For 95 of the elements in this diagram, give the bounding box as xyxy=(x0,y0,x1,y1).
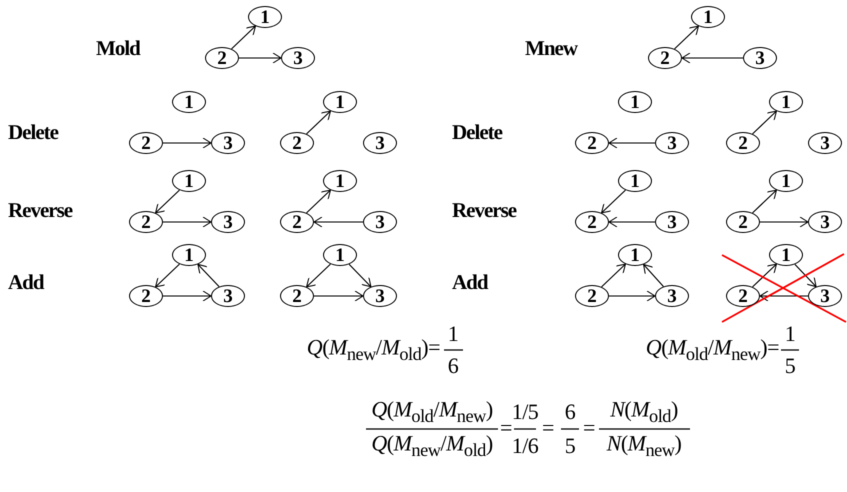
node-ellipse: 2 xyxy=(280,211,314,233)
node-ellipse: 1 xyxy=(172,244,206,266)
arrow xyxy=(197,264,220,287)
formula-term: 5 xyxy=(784,355,796,377)
node-ellipse: 2 xyxy=(205,47,239,69)
node-ellipse: 3 xyxy=(211,285,245,307)
arrow xyxy=(155,190,180,214)
formula-term: Q(M$_{new}$/M$_{old}$) xyxy=(371,432,493,460)
node-ellipse: 3 xyxy=(808,285,842,307)
formula-term: Q(M$_{old}$/M$_{new}$) xyxy=(371,398,493,426)
arrow xyxy=(601,190,626,214)
arrow xyxy=(682,52,743,64)
node-ellipse: 1 xyxy=(769,244,803,266)
node-ellipse: 1 xyxy=(172,170,206,192)
row-label: Reverse xyxy=(452,198,516,223)
node-ellipse: 3 xyxy=(363,285,397,307)
row-label: Delete xyxy=(8,120,58,145)
formula-term: 5 xyxy=(564,435,576,457)
node-ellipse: 3 xyxy=(743,47,777,69)
node-ellipse: 2 xyxy=(726,211,760,233)
node-ellipse: 3 xyxy=(211,211,245,233)
node-ellipse: 1 xyxy=(769,170,803,192)
node-ellipse: 2 xyxy=(129,211,163,233)
formula-term: 1/5 xyxy=(512,401,538,423)
formula-term: 1/6 xyxy=(512,435,538,457)
arrow xyxy=(608,138,655,148)
arrow xyxy=(314,216,363,228)
row-label: Reverse xyxy=(8,198,72,223)
node-ellipse: 2 xyxy=(280,285,314,307)
node-ellipse: 3 xyxy=(363,211,397,233)
node-ellipse: 2 xyxy=(129,285,163,307)
node-ellipse: 2 xyxy=(648,47,682,69)
arrow xyxy=(674,26,699,50)
node-ellipse: 1 xyxy=(618,91,652,113)
node-ellipse: 3 xyxy=(655,211,689,233)
row-label: Mnew xyxy=(525,36,577,61)
arrow xyxy=(601,264,626,288)
node-ellipse: 2 xyxy=(726,285,760,307)
formula-term: = xyxy=(500,417,512,439)
row-label: Mold xyxy=(96,36,140,61)
node-ellipse: 1 xyxy=(248,6,282,28)
formula-term: = xyxy=(583,417,595,439)
node-ellipse: 1 xyxy=(769,91,803,113)
node-ellipse: 2 xyxy=(726,132,760,154)
node-ellipse: 2 xyxy=(575,285,609,307)
arrow xyxy=(306,190,331,214)
arrow xyxy=(306,110,331,134)
node-ellipse: 3 xyxy=(655,285,689,307)
formula-term: Q(M$_{old}$/M$_{new}$)= xyxy=(646,336,779,364)
node-ellipse: 3 xyxy=(808,132,842,154)
arrow xyxy=(155,264,180,288)
node-ellipse: 2 xyxy=(129,132,163,154)
arrow xyxy=(608,216,655,228)
arrow xyxy=(163,138,212,148)
arrow xyxy=(760,216,808,228)
arrow xyxy=(239,52,282,64)
arrow xyxy=(163,216,212,228)
row-label: Add xyxy=(8,270,44,295)
formula-term: = xyxy=(542,417,554,439)
formula-term: 1 xyxy=(448,323,458,345)
row-label: Add xyxy=(452,270,488,295)
arrow xyxy=(643,264,664,287)
node-ellipse: 2 xyxy=(575,132,609,154)
arrow xyxy=(760,290,808,302)
node-ellipse: 1 xyxy=(618,170,652,192)
arrow xyxy=(752,190,777,214)
node-ellipse: 1 xyxy=(323,170,357,192)
node-ellipse: 1 xyxy=(691,6,725,28)
arrow xyxy=(752,264,777,288)
node-ellipse: 1 xyxy=(618,244,652,266)
arrow xyxy=(609,290,656,302)
node-ellipse: 1 xyxy=(323,91,357,113)
node-ellipse: 3 xyxy=(808,211,842,233)
node-ellipse: 3 xyxy=(655,132,689,154)
arrow xyxy=(794,264,817,288)
formula-term: 6 xyxy=(448,355,458,377)
formula-term: Q(M$_{new}$/M$_{old}$)= xyxy=(306,336,440,364)
arrow xyxy=(231,26,256,50)
node-ellipse: 2 xyxy=(575,211,609,233)
arrow xyxy=(306,264,331,288)
arrow xyxy=(163,290,212,302)
node-ellipse: 1 xyxy=(323,244,357,266)
formula-term: 1 xyxy=(784,323,796,345)
formula-term: 6 xyxy=(564,401,576,423)
row-label: Delete xyxy=(452,120,502,145)
arrow xyxy=(752,110,777,134)
formula-term: N(M$_{new}$) xyxy=(606,432,682,460)
node-ellipse: 1 xyxy=(172,91,206,113)
node-ellipse: 3 xyxy=(281,47,315,69)
node-ellipse: 2 xyxy=(280,132,314,154)
arrow xyxy=(348,264,372,288)
formula-term: N(M$_{old}$) xyxy=(610,398,678,426)
node-ellipse: 3 xyxy=(211,132,245,154)
node-ellipse: 3 xyxy=(363,132,397,154)
arrow xyxy=(314,290,364,302)
